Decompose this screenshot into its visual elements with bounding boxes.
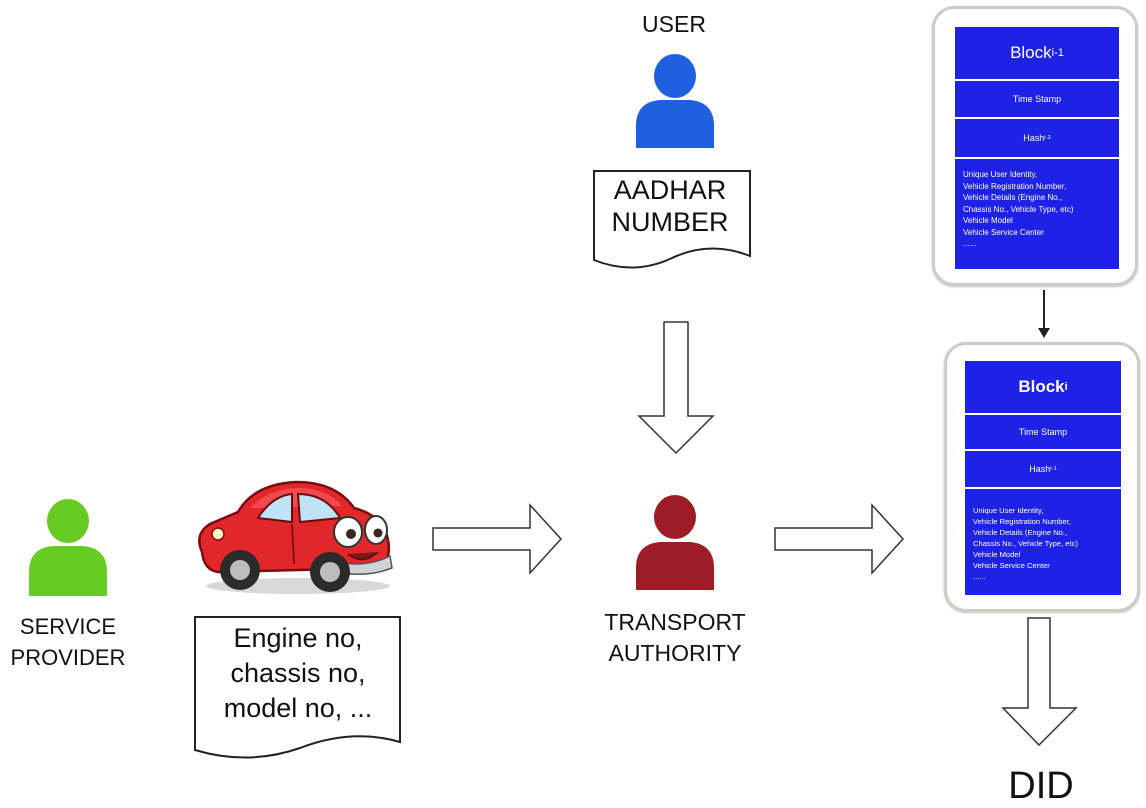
user-person-icon bbox=[636, 54, 714, 148]
block-curr-data: Unique User Identity, Vehicle Registrati… bbox=[973, 506, 1078, 581]
service-provider-person-icon bbox=[29, 499, 107, 596]
right-arrow-icon bbox=[432, 503, 563, 575]
transport-authority-label: TRANSPORT AUTHORITY bbox=[604, 609, 746, 666]
block-prev-timestamp: Time Stamp bbox=[955, 81, 1119, 119]
aadhar-document-shape bbox=[593, 170, 751, 269]
service-provider-label: SERVICE PROVIDER bbox=[10, 614, 126, 670]
block-prev-data: Unique User Identity, Vehicle Registrati… bbox=[963, 170, 1074, 248]
transport-authority-person-icon bbox=[636, 495, 714, 590]
vehicle-details-text: Engine no, chassis no, model no, ... bbox=[223, 623, 373, 723]
block-curr-timestamp: Time Stamp bbox=[965, 415, 1121, 451]
right-arrow-icon bbox=[774, 503, 905, 575]
aadhar-number-text: AADHAR NUMBER bbox=[611, 175, 729, 237]
did-label: DID bbox=[1008, 765, 1074, 807]
down-arrow-icon bbox=[1001, 617, 1078, 747]
car-icon bbox=[198, 480, 393, 594]
vehicle-document-shape bbox=[194, 616, 401, 759]
user-label: USER bbox=[642, 11, 706, 37]
down-arrow-icon bbox=[637, 321, 715, 455]
block-link-arrow-icon bbox=[1038, 290, 1050, 338]
